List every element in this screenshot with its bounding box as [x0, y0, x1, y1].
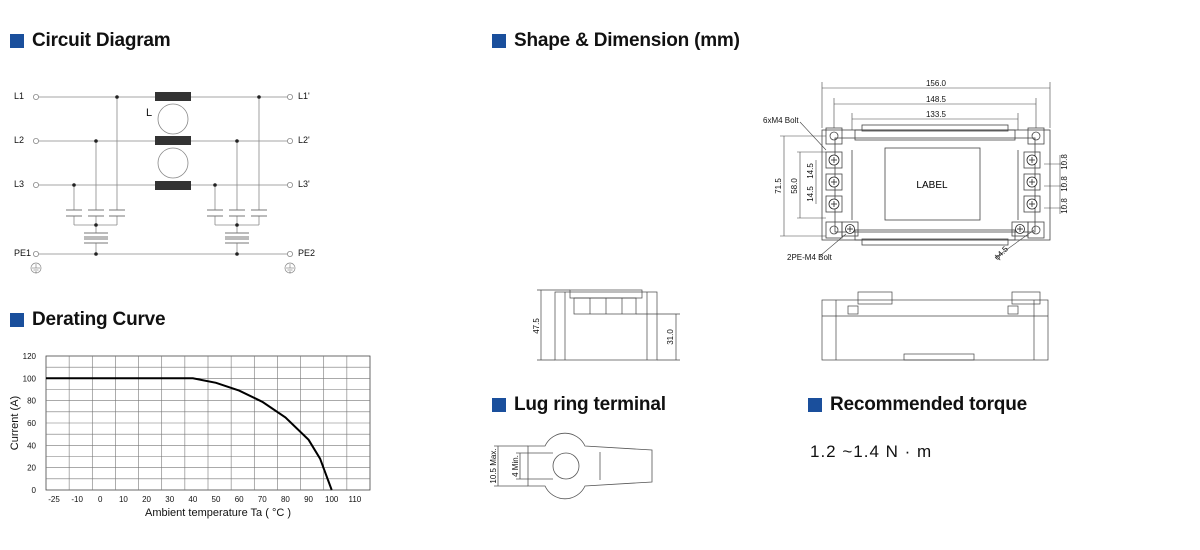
section-marker-icon [808, 398, 822, 412]
dim-overall-width: 71.5 [774, 178, 783, 194]
bolt-label-terminals: 6xM4 Bolt [763, 116, 799, 125]
dim-height-body: 31.0 [666, 329, 675, 345]
label-pe2: PE2 [298, 248, 315, 258]
dim-mount-pitch: 148.5 [926, 95, 947, 104]
circuit-diagram-title-text: Circuit Diagram [32, 30, 171, 51]
x-tick-label: 0 [98, 495, 103, 504]
y-tick-label: 100 [23, 374, 37, 383]
x-axis-label: Ambient temperature Ta ( °C ) [145, 507, 291, 519]
recommended-torque-title: Recommended torque [808, 394, 1027, 416]
x-tick-label: 110 [348, 495, 361, 504]
section-marker-icon [492, 398, 506, 412]
dim-height-total: 47.5 [532, 318, 541, 334]
lug-ring-terminal-title: Lug ring terminal [492, 394, 666, 416]
dim-overall-length: 156.0 [926, 79, 947, 88]
ground-icon [30, 262, 42, 274]
shape-dimension-title-text: Shape & Dimension (mm) [514, 30, 740, 51]
lug-min-hole: 4 Min. [511, 455, 520, 477]
lug-ring-drawing [494, 432, 653, 500]
label-l3: L3 [14, 179, 24, 189]
side-view-end [537, 289, 680, 361]
label-l2: L2 [14, 135, 24, 145]
label-pe1: PE1 [14, 248, 31, 258]
chart-ticks: -25 -10 0 10 20 30 40 50 60 70 80 90 100 110 0 20 40 60 80… [23, 352, 362, 504]
x-tick-label: 80 [281, 495, 290, 504]
derating-curve-title: Derating Curve [10, 309, 166, 331]
x-tick-label: 70 [258, 495, 267, 504]
y-tick-label: 40 [27, 441, 36, 450]
product-label: LABEL [916, 180, 948, 191]
dim-terminal-pitch-2: 10.8 [1060, 176, 1069, 192]
bolt-label-pe: 2PE-M4 Bolt [787, 253, 833, 262]
torque-value: 1.2 ~1.4 N · m [810, 442, 933, 461]
x-tick-label: 100 [325, 495, 339, 504]
label-l1: L1 [14, 91, 24, 101]
derating-curve-line [46, 377, 333, 491]
dim-hole-diameter: ϕ4.5 [993, 244, 1011, 262]
lug-max-width: 10.5 Max. [489, 448, 498, 483]
side-view-front [821, 291, 1049, 361]
section-marker-icon [10, 34, 24, 48]
y-tick-label: 20 [27, 464, 36, 473]
section-marker-icon [492, 34, 506, 48]
dim-pitch-b: 14.5 [806, 186, 815, 202]
y-tick-label: 80 [27, 397, 36, 406]
y-axis-label: Current (A) [9, 396, 21, 450]
ground-icon [284, 262, 296, 274]
lug-ring-terminal-title-text: Lug ring terminal [514, 394, 666, 415]
x-tick-label: 30 [165, 495, 174, 504]
x-tick-label: -25 [48, 495, 60, 504]
circuit-diagram-title: Circuit Diagram [10, 30, 171, 52]
x-tick-label: 50 [212, 495, 221, 504]
x-tick-label: 10 [119, 495, 128, 504]
dim-inner-length: 133.5 [926, 110, 947, 119]
x-tick-label: 20 [142, 495, 151, 504]
dim-pitch-a: 14.5 [806, 163, 815, 179]
x-tick-label: 40 [188, 495, 197, 504]
label-l1-prime: L1' [298, 91, 310, 101]
bolt-icon [828, 154, 1038, 234]
label-l2-prime: L2' [298, 135, 310, 145]
label-l3-prime: L3' [298, 179, 310, 189]
derating-curve-title-text: Derating Curve [32, 309, 166, 330]
x-tick-label: 60 [235, 495, 244, 504]
inductor-core [155, 92, 191, 190]
y-tick-label: 120 [23, 352, 37, 361]
y-tick-label: 60 [27, 419, 36, 428]
x-tick-label: 90 [304, 495, 313, 504]
section-marker-icon [10, 313, 24, 327]
dim-mount-width: 58.0 [790, 178, 799, 194]
dim-terminal-pitch-1: 10.8 [1060, 154, 1069, 170]
y-tick-label: 0 [32, 486, 37, 495]
x-tick-label: -10 [71, 495, 83, 504]
shape-dimension-title: Shape & Dimension (mm) [492, 30, 740, 52]
dim-terminal-pitch-3: 10.8 [1060, 198, 1069, 214]
label-inductor: L [146, 107, 152, 119]
recommended-torque-title-text: Recommended torque [830, 394, 1027, 415]
